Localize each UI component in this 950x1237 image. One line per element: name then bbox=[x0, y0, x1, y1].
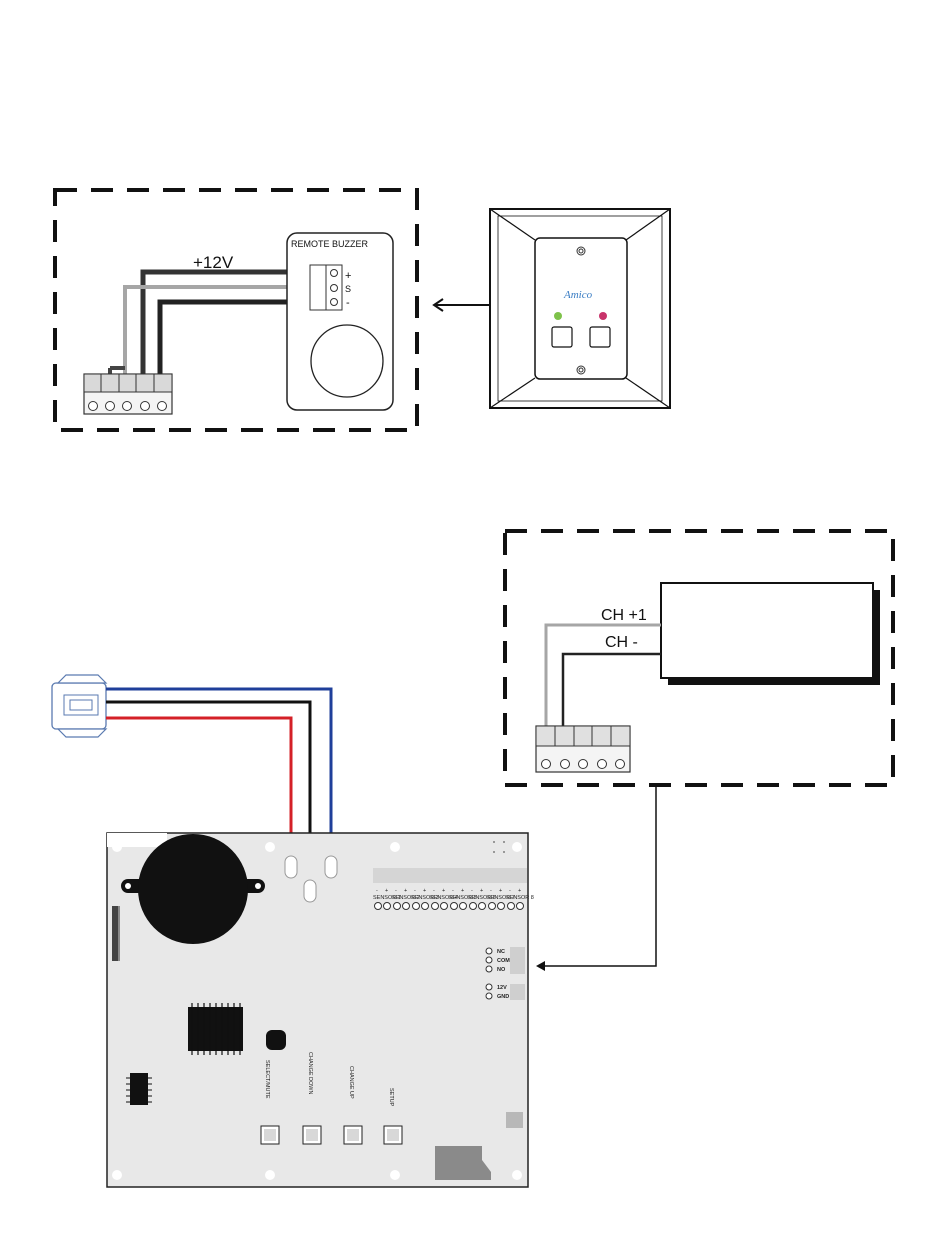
arrow-relay-to-board bbox=[538, 785, 656, 966]
label-gnd: GND bbox=[497, 994, 509, 1000]
terminal-label-s: S bbox=[345, 284, 351, 294]
label-setup: SETUP bbox=[388, 1088, 394, 1107]
terminal-label-minus: - bbox=[346, 297, 350, 309]
label-12v: 12V bbox=[497, 985, 507, 991]
sensor-6-minus: - bbox=[471, 888, 473, 894]
board-buzzer bbox=[138, 834, 248, 944]
sensor-6-plus: + bbox=[480, 888, 483, 894]
terminal-label-plus: + bbox=[345, 270, 351, 282]
terminal-block-right bbox=[536, 726, 630, 772]
sensor-3-minus: - bbox=[414, 888, 416, 894]
sensor-8-minus: - bbox=[509, 888, 511, 894]
remote-buzzer-device bbox=[287, 233, 393, 410]
sensor-8-plus: + bbox=[518, 888, 521, 894]
relay-device bbox=[661, 583, 880, 685]
sensor-1-minus: - bbox=[376, 888, 378, 894]
sensor-2-plus: + bbox=[404, 888, 407, 894]
sensor-label-8: SENSOR 8 bbox=[506, 895, 534, 901]
panel-logo: Amico bbox=[563, 289, 593, 301]
ch-minus-label: CH - bbox=[605, 634, 638, 651]
sensor-4-plus: + bbox=[442, 888, 445, 894]
control-board bbox=[107, 833, 528, 1187]
label-no: NO bbox=[497, 967, 506, 973]
remote-buzzer-title: REMOTE BUZZER bbox=[291, 239, 369, 249]
sensor-5-minus: - bbox=[452, 888, 454, 894]
indicator-led-red bbox=[599, 312, 607, 320]
sensor-1-plus: + bbox=[385, 888, 388, 894]
label-com: COM bbox=[497, 958, 510, 964]
indicator-led-green bbox=[554, 312, 562, 320]
sensor-4-minus: - bbox=[433, 888, 435, 894]
sensor-2-minus: - bbox=[395, 888, 397, 894]
supply-label: +12V bbox=[193, 253, 234, 272]
sensor-7-plus: + bbox=[499, 888, 502, 894]
label-change-down: CHANGE DOWN bbox=[307, 1052, 313, 1095]
panel-button-right bbox=[590, 327, 610, 347]
terminal-block-left bbox=[84, 374, 172, 414]
label-change-up: CHANGE UP bbox=[348, 1066, 354, 1099]
panel-button-left bbox=[552, 327, 572, 347]
sensor-3-plus: + bbox=[423, 888, 426, 894]
plug-connector bbox=[52, 675, 106, 737]
sensor-7-minus: - bbox=[490, 888, 492, 894]
wall-panel bbox=[490, 209, 670, 408]
label-select-mute: SELECT/MUTE bbox=[264, 1060, 270, 1099]
ch-plus-label: CH +1 bbox=[601, 607, 647, 624]
label-nc: NC bbox=[497, 949, 505, 955]
sensor-5-plus: + bbox=[461, 888, 464, 894]
buzzer-speaker bbox=[311, 325, 383, 397]
arrow-head-board bbox=[536, 961, 545, 971]
